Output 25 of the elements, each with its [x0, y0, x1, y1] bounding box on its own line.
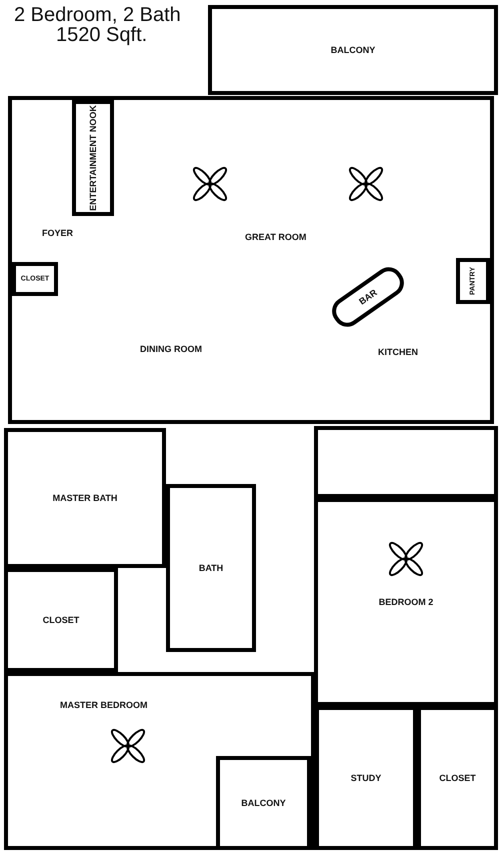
room-name: CLOSET: [42, 615, 80, 625]
room-outline: [166, 484, 256, 652]
room-name: CLOSET: [439, 773, 476, 783]
room-name: MASTER BATH: [52, 493, 118, 503]
room-outline: [4, 672, 315, 850]
room-outline: [8, 96, 494, 424]
room-outline: [456, 258, 490, 304]
room-name: DINING ROOM: [140, 344, 202, 354]
room-outline: [72, 100, 114, 216]
plan-title: 2 Bedroom, 2 Bath: [14, 4, 181, 26]
room-name: BATH: [198, 563, 224, 573]
room-name: ENTERTAINMENT NOOK: [88, 105, 98, 211]
room-name: BEDROOM 2: [378, 597, 434, 607]
room-name: BALCONY: [241, 798, 286, 808]
wardrobe-outline: [314, 426, 498, 498]
area-label: 1520 Sqft.: [56, 24, 148, 47]
room-name: GREAT ROOM: [245, 232, 306, 242]
room-outline: [12, 262, 58, 296]
room-name: BAR: [357, 287, 379, 307]
room-name: FOYER: [42, 228, 74, 238]
room-name: MASTER BEDROOM: [60, 700, 148, 710]
room-name: KITCHEN: [378, 347, 418, 357]
room-name: STUDY: [350, 773, 382, 783]
room-name: BALCONY: [330, 45, 376, 55]
room-outline: [208, 5, 498, 95]
